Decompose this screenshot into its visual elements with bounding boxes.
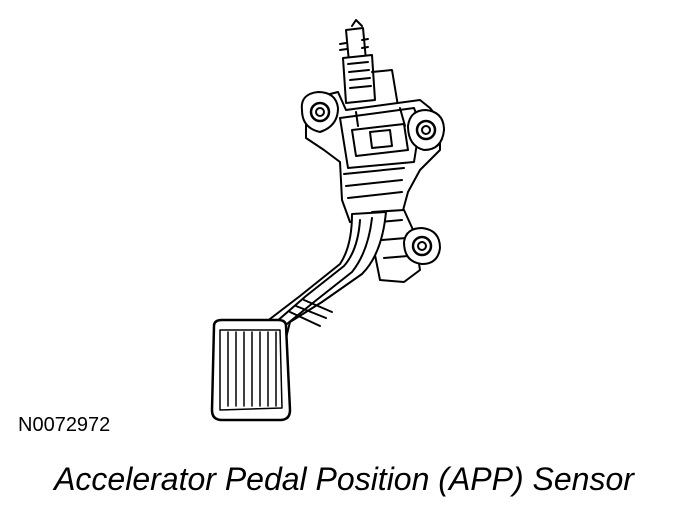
figure-caption: Accelerator Pedal Position (APP) Sensor (54, 461, 634, 497)
pedal-arm (263, 211, 387, 339)
figure-reference-id: N0072972 (18, 414, 111, 436)
mounting-ear-upper-right (407, 109, 445, 151)
pedal-pad (210, 318, 292, 422)
electrical-connector (339, 19, 399, 109)
mounting-ear-lower-right (403, 227, 441, 265)
mounting-ear-upper-left (300, 91, 339, 133)
sensor-housing (305, 91, 441, 223)
